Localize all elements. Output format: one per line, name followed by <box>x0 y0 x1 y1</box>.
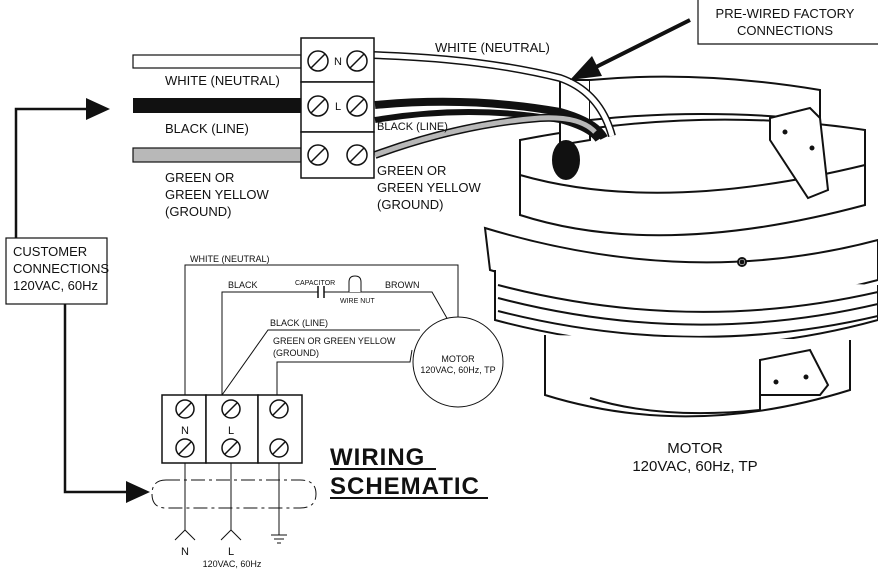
svg-text:(GROUND): (GROUND) <box>165 204 231 219</box>
svg-text:WIRING: WIRING <box>330 444 425 471</box>
white-neutral-label-right: WHITE (NEUTRAL) <box>435 40 550 55</box>
svg-text:CONNECTIONS: CONNECTIONS <box>13 261 109 276</box>
schematic-white-label: WHITE (NEUTRAL) <box>190 254 270 264</box>
schematic-black-line-label: BLACK (LINE) <box>270 318 328 328</box>
svg-text:SCHEMATIC: SCHEMATIC <box>330 473 480 500</box>
schematic-motor-label-2: 120VAC, 60Hz, TP <box>420 365 495 375</box>
svg-text:GREEN OR: GREEN OR <box>377 163 446 178</box>
supply-voltage-label: 120VAC, 60Hz <box>203 559 262 569</box>
schematic-wirenut-label: WIRE NUT <box>340 298 375 305</box>
schematic-capacitor-label: CAPACITOR <box>295 280 335 287</box>
black-line-label-right: BLACK (LINE) <box>377 121 448 133</box>
motor-label-1: MOTOR <box>667 440 723 457</box>
white-neutral-wire <box>132 54 302 69</box>
supply-leads <box>151 463 317 544</box>
ground-label-right: GREEN OR GREEN YELLOW (GROUND) <box>377 163 482 212</box>
prewired-arrowhead <box>570 56 602 80</box>
svg-text:GREEN OR: GREEN OR <box>165 170 234 185</box>
schematic-green-label-2: (GROUND) <box>273 348 319 358</box>
black-line-label-left: BLACK (LINE) <box>165 121 249 136</box>
schematic-terminal-n: N <box>181 425 189 437</box>
schematic-brown-label: BROWN <box>385 280 420 290</box>
schematic-terminal-l: L <box>228 425 234 437</box>
svg-text:GREEN YELLOW: GREEN YELLOW <box>165 187 270 202</box>
terminal-block-top <box>300 37 375 179</box>
schematic-labels: WHITE (NEUTRAL) BLACK CAPACITOR WIRE NUT… <box>190 254 496 375</box>
schematic-black-label: BLACK <box>228 280 258 290</box>
schematic-green-label-1: GREEN OR GREEN YELLOW <box>273 336 396 346</box>
terminal-block-schematic <box>161 394 303 464</box>
motor-housing <box>483 75 878 418</box>
white-neutral-label-left: WHITE (NEUTRAL) <box>165 73 280 88</box>
schematic-motor-label-1: MOTOR <box>441 354 475 364</box>
black-line-wire <box>133 98 301 113</box>
supply-l-label: L <box>228 546 234 558</box>
customer-arrowhead-top <box>86 98 110 120</box>
svg-text:120VAC, 60Hz: 120VAC, 60Hz <box>13 278 98 293</box>
svg-text:GREEN YELLOW: GREEN YELLOW <box>377 180 482 195</box>
prewired-callout: PRE-WIRED FACTORY CONNECTIONS <box>570 0 878 80</box>
supply-n-label: N <box>181 546 189 558</box>
motor-label-2: 120VAC, 60Hz, TP <box>632 458 757 475</box>
terminal-mark-l: L <box>335 101 341 113</box>
customer-box <box>5 237 108 305</box>
svg-text:CUSTOMER: CUSTOMER <box>13 244 87 259</box>
svg-text:(GROUND): (GROUND) <box>377 197 443 212</box>
terminal-mark-n: N <box>334 56 342 68</box>
factory-leads <box>369 51 616 159</box>
ground-wire <box>132 147 302 163</box>
customer-leads <box>132 54 302 163</box>
motor-port <box>552 140 580 180</box>
ground-label-left: GREEN OR GREEN YELLOW (GROUND) <box>165 170 270 219</box>
customer-arrowhead-bottom <box>126 481 150 503</box>
customer-callout: CUSTOMER CONNECTIONS 120VAC, 60Hz <box>5 98 150 503</box>
schematic <box>184 264 504 408</box>
svg-text:PRE-WIRED FACTORY: PRE-WIRED FACTORY <box>716 6 855 21</box>
wiring-schematic-title: WIRING SCHEMATIC <box>330 444 488 500</box>
svg-text:CONNECTIONS: CONNECTIONS <box>737 23 833 38</box>
